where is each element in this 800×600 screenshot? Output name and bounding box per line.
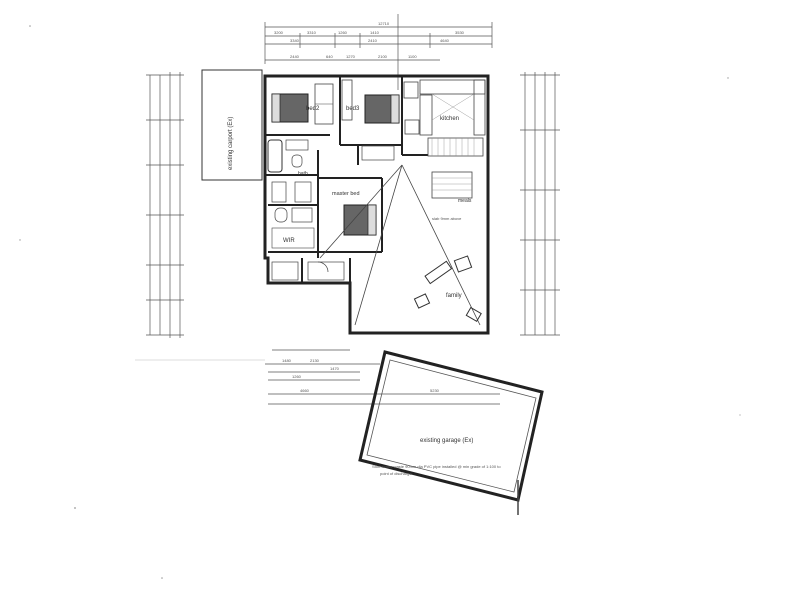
internal-walls bbox=[265, 76, 428, 283]
label-garage: existing garage (Ex) bbox=[420, 438, 473, 444]
existing-carport: existing carport (Ex) bbox=[201, 69, 263, 181]
dim-bottom-2: 2130 bbox=[310, 358, 320, 363]
dim-bottom-1: 1480 bbox=[282, 358, 292, 363]
left-dimension-lines bbox=[146, 72, 184, 338]
dim-bottom-row2-2: 5230 bbox=[430, 388, 440, 393]
label-family: family bbox=[446, 293, 462, 299]
kitchen-area: kitchen bbox=[403, 79, 486, 157]
ensuite-wir-area: WIR bbox=[271, 181, 315, 249]
dim-top-row3-5: 1100 bbox=[408, 54, 417, 59]
drainage-note: Stormwater waste 90mm dia PVC pipe insta… bbox=[372, 464, 501, 476]
dim-top-row3-2: 640 bbox=[326, 54, 333, 59]
existing-garage: existing garage (Ex) bbox=[358, 350, 544, 515]
dim-top-overall: 12710 bbox=[378, 21, 390, 26]
right-dimension-lines bbox=[520, 72, 560, 336]
label-carport: existing carport (Ex) bbox=[228, 117, 234, 170]
drainage-note-line-2: point of discharge bbox=[380, 471, 412, 476]
entry-area bbox=[271, 261, 345, 281]
dim-bottom-3: 1470 bbox=[330, 366, 340, 371]
meals-area: meals slab 9mm above bbox=[431, 171, 473, 221]
bath-area: bath bbox=[267, 139, 395, 177]
dim-bottom-4: 1260 bbox=[292, 374, 302, 379]
dim-top-seg-1: 3200 bbox=[274, 30, 284, 35]
scan-specks bbox=[19, 25, 741, 579]
top-dimension-lines: 12710 3200 3310 1260 1410 3530 3340 2410… bbox=[264, 14, 493, 90]
dim-top-seg-4: 1410 bbox=[370, 30, 380, 35]
dim-top-row2-2: 2410 bbox=[368, 38, 378, 43]
bed2-furniture: bed2 bbox=[271, 83, 334, 125]
drainage-note-line-1: Stormwater waste 90mm dia PVC pipe insta… bbox=[372, 464, 501, 469]
dim-top-seg-5: 3530 bbox=[455, 30, 465, 35]
master-bed-area: master bed bbox=[332, 191, 377, 236]
dim-top-seg-3: 1260 bbox=[338, 30, 348, 35]
dim-top-seg-2: 3310 bbox=[307, 30, 317, 35]
family-area: family bbox=[319, 164, 482, 326]
label-kitchen: kitchen bbox=[440, 116, 459, 122]
dim-top-row2-1: 3340 bbox=[290, 38, 300, 43]
label-master-bed: master bed bbox=[332, 191, 360, 197]
dim-bottom-row2-1: 4660 bbox=[300, 388, 310, 393]
family-note: slab 9mm above bbox=[432, 216, 462, 221]
dim-top-row2-3: 4640 bbox=[440, 38, 450, 43]
dim-top-row3-4: 2100 bbox=[378, 54, 388, 59]
label-meals: meals bbox=[458, 198, 472, 204]
bottom-dimension-lines: 1480 2130 1470 1260 4660 5230 bbox=[265, 349, 500, 405]
bed3-furniture: bed3 bbox=[341, 79, 400, 124]
label-bed2: bed2 bbox=[306, 106, 320, 112]
dim-top-row3-1: 2440 bbox=[290, 54, 300, 59]
label-bed3: bed3 bbox=[346, 106, 360, 112]
label-wir: WIR bbox=[283, 238, 295, 244]
dim-top-row3-3: 1270 bbox=[346, 54, 356, 59]
label-bath: bath bbox=[298, 171, 308, 177]
